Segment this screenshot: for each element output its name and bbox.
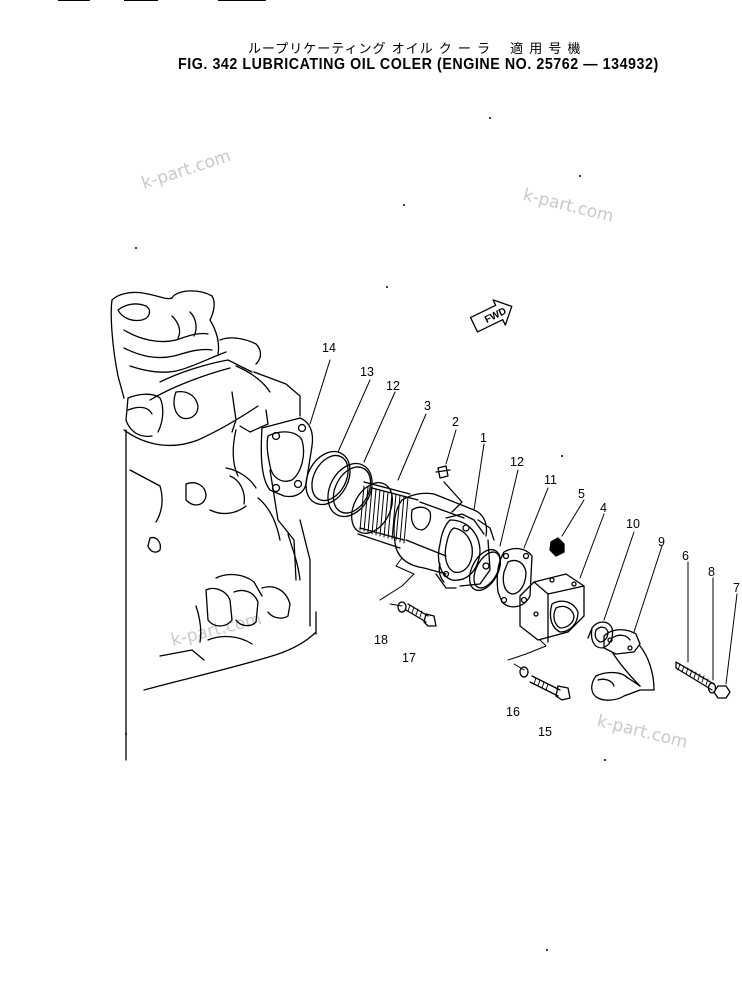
part-15-bolt bbox=[529, 675, 571, 701]
callout-8: 8 bbox=[708, 565, 715, 579]
part-13-oring bbox=[305, 450, 351, 506]
part-3-cooler-element bbox=[351, 481, 419, 549]
callout-11: 11 bbox=[544, 473, 557, 487]
part-10-gasket bbox=[587, 621, 614, 649]
scan-edge-line-3 bbox=[218, 0, 266, 1]
part-17-bolt bbox=[405, 603, 437, 627]
callout-17: 17 bbox=[402, 651, 416, 665]
callout-6: 6 bbox=[682, 549, 689, 563]
callout-18: 18 bbox=[374, 633, 388, 647]
scan-edge-line-2 bbox=[124, 0, 158, 1]
fwd-arrow-icon: FWD bbox=[469, 299, 513, 333]
figure-title: FIG. 342 LUBRICATING OIL COLER (ENGINE N… bbox=[178, 56, 659, 73]
callout-4: 4 bbox=[600, 501, 607, 515]
part-16-washer bbox=[519, 666, 529, 678]
callout-7: 7 bbox=[733, 581, 740, 595]
callout-13: 13 bbox=[360, 365, 374, 379]
callout-15: 15 bbox=[538, 725, 552, 739]
part-5-plug bbox=[549, 537, 565, 557]
part-12-oring-b bbox=[468, 548, 502, 592]
engine-block bbox=[110, 290, 317, 761]
part-2-plug bbox=[435, 465, 451, 479]
part-18-washer bbox=[397, 601, 407, 613]
part-6-stud bbox=[675, 661, 715, 691]
part-8-washer bbox=[707, 682, 717, 694]
callout-9: 9 bbox=[658, 535, 665, 549]
callout-5: 5 bbox=[578, 487, 585, 501]
callout-3: 3 bbox=[424, 399, 431, 413]
figure-title-japanese: ループリケーティング オイル ク ー ラ 適 用 号 機 bbox=[248, 42, 582, 57]
scan-edge-line-1 bbox=[58, 0, 90, 1]
callout-10: 10 bbox=[626, 517, 640, 531]
leader-2 bbox=[443, 481, 463, 513]
callout-12: 12 bbox=[386, 379, 400, 393]
part-14-gasket bbox=[260, 417, 314, 498]
callout-2: 2 bbox=[452, 415, 459, 429]
part-4-cover bbox=[519, 573, 585, 643]
callout-numbers: 14 13 12 3 2 1 12 11 5 4 10 9 6 8 7 18 1… bbox=[322, 341, 740, 739]
callout-14: 14 bbox=[322, 341, 336, 355]
leader-lines bbox=[309, 359, 738, 685]
callout-16: 16 bbox=[506, 705, 520, 719]
part-7-nut bbox=[713, 685, 731, 699]
part-1-housing bbox=[393, 492, 495, 589]
callout-12: 12 bbox=[510, 455, 524, 469]
callout-1: 1 bbox=[480, 431, 487, 445]
part-9-elbow bbox=[591, 629, 655, 701]
part-11-gasket bbox=[496, 547, 533, 608]
